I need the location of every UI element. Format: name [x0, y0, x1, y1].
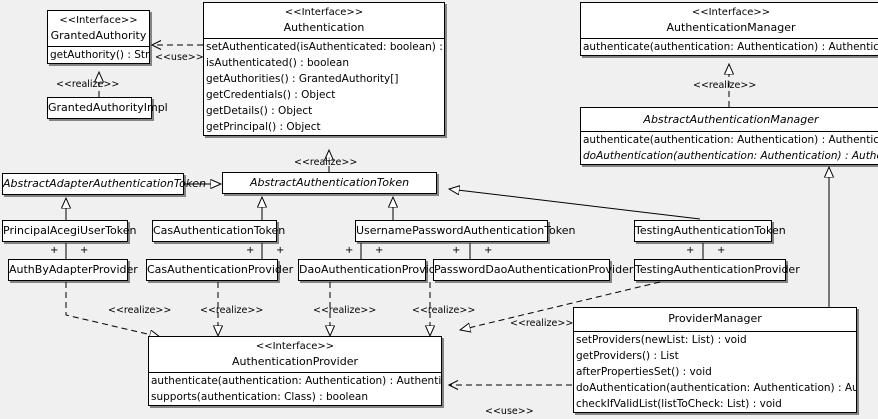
- class-stereotype: <<Interface>>: [284, 7, 364, 18]
- class-granted-authority[interactable]: <<Interface>> GrantedAuthority getAuthor…: [47, 10, 150, 64]
- class-header: <<Interface>> Authentication: [204, 3, 444, 38]
- edge-label-use-providermanager: <<use>>: [485, 406, 534, 417]
- class-name: TestingAuthenticationProvider: [635, 263, 800, 276]
- class-name: AuthenticationManager: [666, 21, 796, 34]
- class-name: DaoAuthenticationProvider: [299, 263, 447, 276]
- operation: getAuthorities() : GrantedAuthority[]: [206, 73, 399, 85]
- class-testing-authentication-token[interactable]: TestingAuthenticationToken: [634, 220, 786, 242]
- edge-label-realize-passworddaoprovider: <<realize>>: [412, 305, 476, 316]
- operation: getCredentials() : Object: [206, 89, 336, 101]
- edge-label-use-grantedauthority: <<use>>: [155, 52, 204, 63]
- operation: setProviders(newList: List) : void: [576, 334, 747, 346]
- association-multiplicity-plus: +: [717, 245, 726, 256]
- class-stereotype: <<Interface>>: [691, 7, 771, 18]
- edge-label-realize-authbyadapterprovider: <<realize>>: [108, 305, 172, 316]
- class-name: GrantedAuthorityImpl: [48, 101, 168, 114]
- class-dao-authentication-provider[interactable]: DaoAuthenticationProvider: [298, 259, 447, 281]
- class-header: AbstractAuthenticationManager: [581, 108, 878, 131]
- operation: setAuthenticated(isAuthenticated: boolea…: [206, 41, 444, 53]
- class-provider-manager[interactable]: ProviderManager setProviders(newList: Li…: [573, 307, 857, 413]
- class-principal-acegi-user-token[interactable]: PrincipalAcegiUserToken: [2, 220, 137, 242]
- class-cas-authentication-token[interactable]: CasAuthenticationToken: [152, 220, 286, 242]
- operation: authenticate(authentication: Authenticat…: [583, 41, 878, 53]
- class-name: PrincipalAcegiUserToken: [3, 224, 137, 237]
- class-name: AuthenticationProvider: [231, 355, 359, 368]
- edge-label-realize-casauthenticationprovider: <<realize>>: [200, 305, 264, 316]
- class-granted-authority-impl[interactable]: GrantedAuthorityImpl: [47, 97, 168, 119]
- class-auth-by-adapter-provider[interactable]: AuthByAdapterProvider: [8, 259, 138, 281]
- class-header: ProviderManager: [574, 308, 856, 331]
- class-cas-authentication-provider[interactable]: CasAuthenticationProvider: [146, 259, 294, 281]
- association-multiplicity-plus: +: [452, 245, 461, 256]
- class-name: AbstractAuthenticationManager: [643, 113, 819, 126]
- operation: checkIfValidList(listToCheck: List) : vo…: [576, 398, 782, 410]
- class-name: AbstractAdapterAuthenticationToken: [3, 177, 206, 190]
- association-multiplicity-plus: +: [276, 245, 285, 256]
- edge-label-realize-grantedauthorityimpl: <<realize>>: [56, 79, 120, 90]
- class-header: <<Interface>> GrantedAuthority: [48, 11, 149, 46]
- class-operations: authenticate(authentication: Authenticat…: [149, 372, 441, 405]
- association-multiplicity-plus: +: [345, 245, 354, 256]
- class-testing-authentication-provider[interactable]: TestingAuthenticationProvider: [634, 259, 800, 281]
- edge-label-realize-daoauthenticationprovider: <<realize>>: [313, 305, 377, 316]
- class-name: Authentication: [283, 21, 365, 34]
- class-authentication[interactable]: <<Interface>> Authentication setAuthenti…: [203, 2, 445, 136]
- class-name: GrantedAuthority: [50, 29, 147, 42]
- association-multiplicity-plus: +: [375, 245, 384, 256]
- class-password-dao-authentication-provider[interactable]: PasswordDaoAuthenticationProvider: [433, 259, 634, 281]
- operation: supports(authentication: Class) : boolea…: [151, 391, 368, 403]
- class-operations: setProviders(newList: List) : void getPr…: [574, 331, 856, 412]
- association-multiplicity-plus: +: [686, 245, 695, 256]
- class-abstract-authentication-manager[interactable]: AbstractAuthenticationManager authentica…: [580, 107, 878, 165]
- class-header: <<Interface>> AuthenticationProvider: [149, 337, 441, 372]
- operation: authenticate(authentication: Authenticat…: [151, 375, 441, 387]
- class-abstract-adapter-authentication-token[interactable]: AbstractAdapterAuthenticationToken: [2, 173, 206, 195]
- edge-label-realize-abstractauthenticationtoken: <<realize>>: [294, 157, 358, 168]
- edge-label-realize-abstractauthenticationmanager: <<realize>>: [693, 80, 757, 91]
- class-name: CasAuthenticationProvider: [147, 263, 294, 276]
- class-name: PasswordDaoAuthenticationProvider: [434, 263, 634, 276]
- operation: afterPropertiesSet() : void: [576, 366, 712, 378]
- class-name: TestingAuthenticationToken: [635, 224, 786, 237]
- class-username-password-authentication-token[interactable]: UsernamePasswordAuthenticationToken: [355, 220, 576, 242]
- class-name: CasAuthenticationToken: [153, 224, 286, 237]
- class-authentication-manager[interactable]: <<Interface>> AuthenticationManager auth…: [580, 2, 878, 56]
- class-name: AuthByAdapterProvider: [9, 263, 138, 276]
- operation: getAuthority() : String: [50, 49, 149, 61]
- class-name: AbstractAuthenticationToken: [249, 176, 410, 189]
- class-name: UsernamePasswordAuthenticationToken: [356, 224, 576, 237]
- class-abstract-authentication-token[interactable]: AbstractAuthenticationToken: [222, 172, 437, 194]
- class-header: <<Interface>> AuthenticationManager: [581, 3, 878, 38]
- association-multiplicity-plus: +: [50, 245, 59, 256]
- class-authentication-provider[interactable]: <<Interface>> AuthenticationProvider aut…: [148, 336, 442, 406]
- class-operations: authenticate(authentication: Authenticat…: [581, 38, 878, 55]
- association-multiplicity-plus: +: [80, 245, 89, 256]
- class-name: ProviderManager: [668, 312, 762, 325]
- association-multiplicity-plus: +: [246, 245, 255, 256]
- class-stereotype: <<Interface>>: [255, 341, 335, 352]
- edge-label-realize-testingauthenticationprovider: <<realize>>: [510, 318, 574, 329]
- operation: doAuthentication(authentication: Authent…: [583, 150, 878, 162]
- operation: getDetails() : Object: [206, 105, 313, 117]
- operation: authenticate(authentication: Authenticat…: [583, 134, 878, 146]
- operation: doAuthentication(authentication: Authent…: [576, 382, 856, 394]
- edge-testingauthenticationtoken-extends-abstractauthenticationtoken: [449, 189, 701, 220]
- class-operations: getAuthority() : String: [48, 46, 149, 63]
- operation: getPrincipal() : Object: [206, 121, 321, 133]
- class-operations: setAuthenticated(isAuthenticated: boolea…: [204, 38, 444, 135]
- class-stereotype: <<Interface>>: [59, 15, 138, 26]
- class-operations: authenticate(authentication: Authenticat…: [581, 131, 878, 164]
- operation: getProviders() : List: [576, 350, 679, 362]
- association-multiplicity-plus: +: [484, 245, 493, 256]
- operation: isAuthenticated() : boolean: [206, 57, 349, 69]
